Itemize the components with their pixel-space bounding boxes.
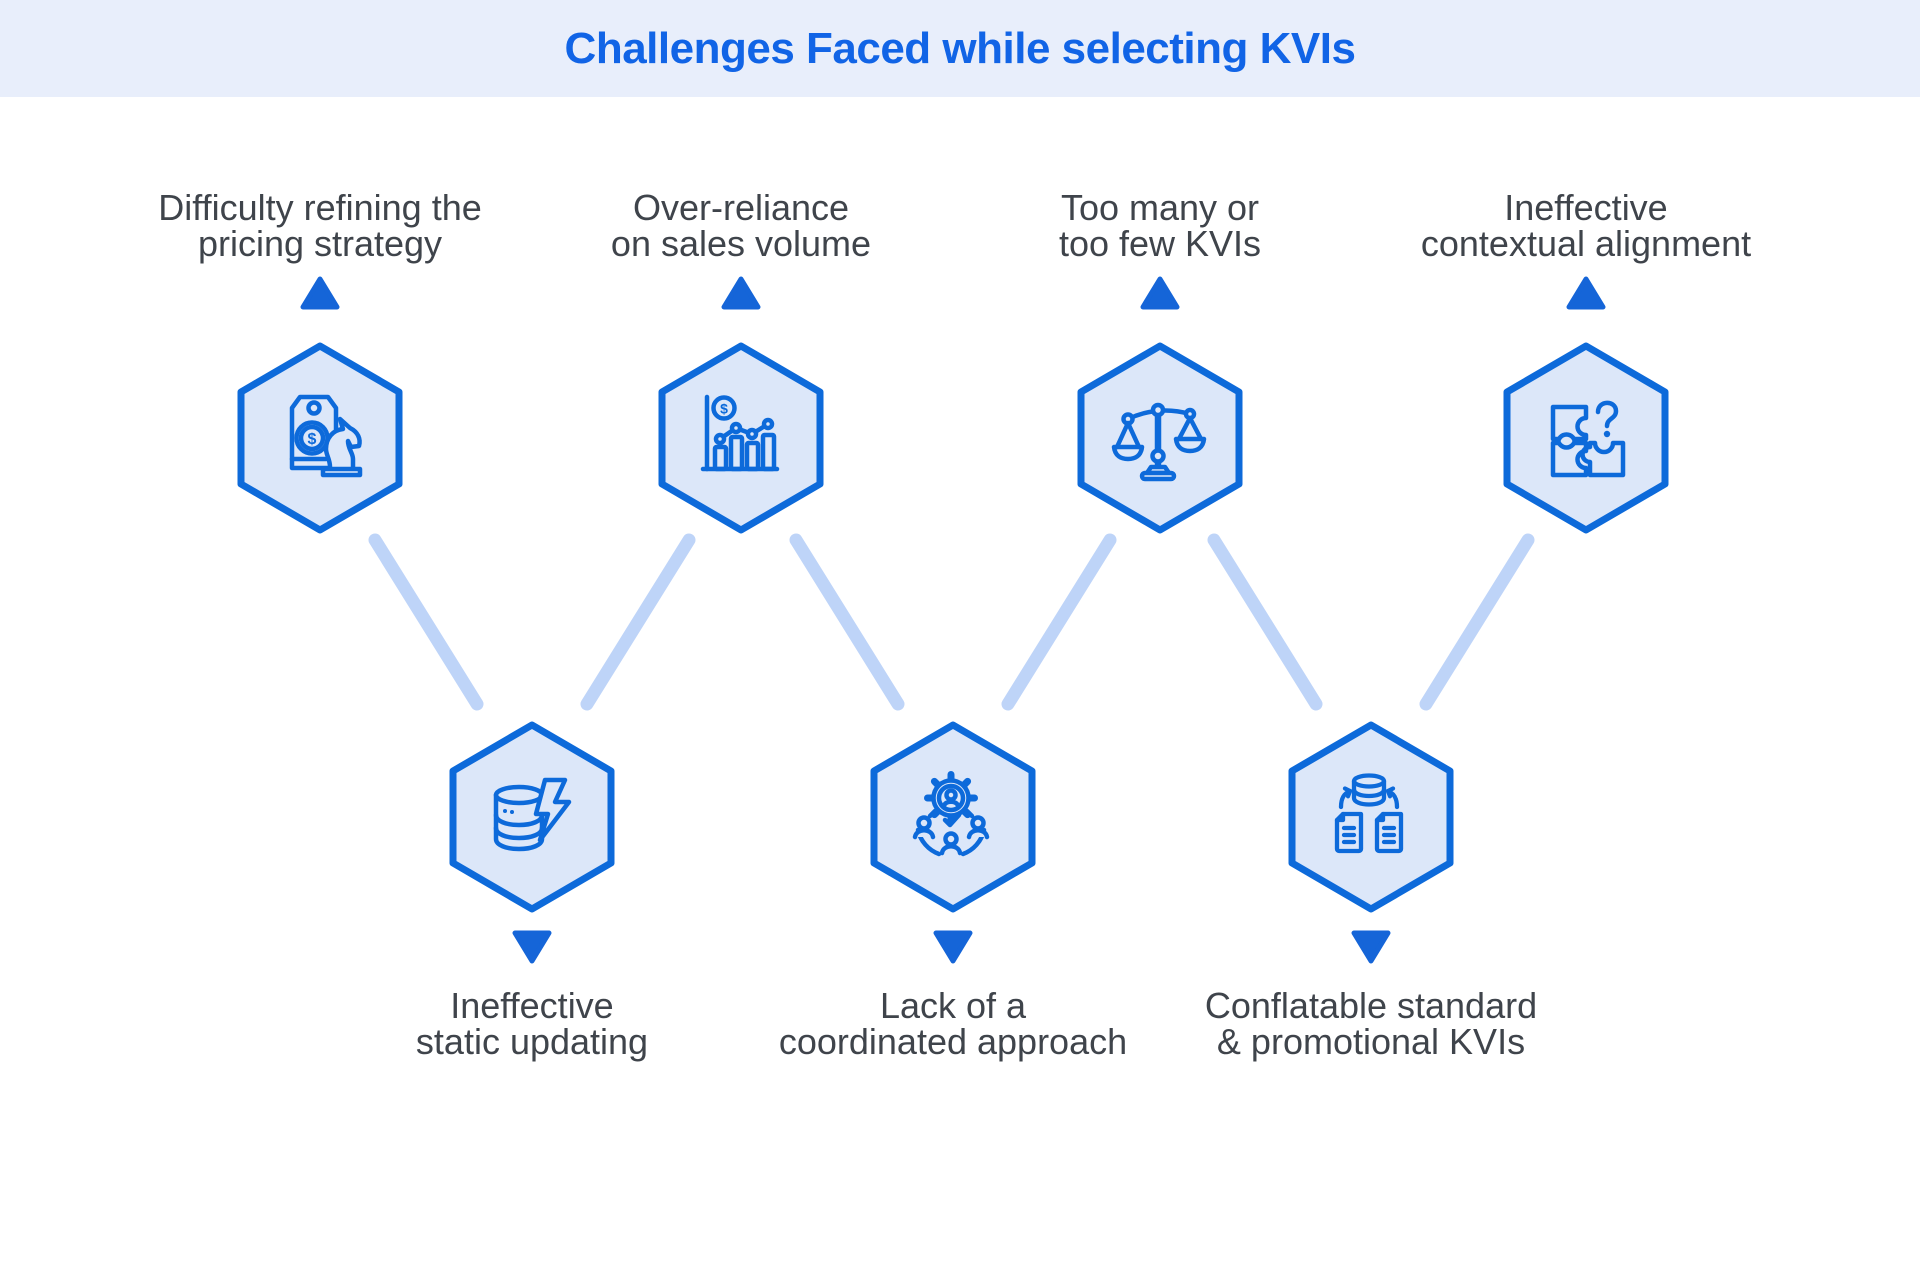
challenge-node-coordinated-approach: Lack of a coordinated approach [723,720,1183,1280]
label-line-1: Over-reliance [632,187,850,228]
arrow-down-icon [512,930,552,964]
connector-lines [368,533,1535,711]
challenge-label: Conflatable standard & promotional KVIs [1141,988,1601,1060]
arrow-up-icon [300,276,340,310]
challenge-label: Ineffective contextual alignment [1356,190,1816,262]
challenge-label: Lack of a coordinated approach [723,988,1183,1060]
challenge-node-pricing-strategy: Difficulty refining the pricing strategy… [90,185,550,745]
challenge-label: Over-reliance on sales volume [511,190,971,262]
arrow-down-icon [933,930,973,964]
header-band: Challenges Faced while selecting KVIs [0,0,1920,97]
challenge-node-too-many-too-few: Too many or too few KVIs [930,185,1390,745]
challenge-label: Too many or too few KVIs [930,190,1390,262]
page-title: Challenges Faced while selecting KVIs [564,23,1356,73]
price-tag-chess-knight-icon: $ [289,394,363,478]
label-line-2: static updating [415,1021,649,1062]
challenge-label: Difficulty refining the pricing strategy [90,190,550,262]
data-sync-documents-icon [1334,773,1404,854]
label-line-2: too few KVIs [1058,223,1262,264]
challenge-node-contextual-alignment: Ineffective contextual alignment [1356,185,1816,745]
arrow-up-icon [721,276,761,310]
arrow-up-icon [1140,276,1180,310]
label-line-1: Difficulty refining the [158,187,482,228]
arrow-up-icon [1566,276,1606,310]
label-line-1: Too many or [1060,187,1260,228]
dollar-glyph: $ [720,401,728,417]
label-line-1: Ineffective [1504,187,1668,228]
puzzle-question-mark-icon [1550,400,1626,478]
label-line-1: Ineffective [450,985,614,1026]
label-line-2: coordinated approach [778,1021,1128,1062]
sales-bar-chart-dollar-icon: $ [700,394,780,472]
challenge-node-sales-volume: Over-reliance on sales volume [511,185,971,745]
label-line-2: contextual alignment [1420,223,1752,264]
arrow-down-icon [1351,930,1391,964]
challenge-node-standard-promotional: Conflatable standard & promotional KVIs [1141,720,1601,1280]
team-coordination-gear-icon [912,771,990,857]
challenge-label: Ineffective static updating [302,988,762,1060]
label-line-2: pricing strategy [197,223,443,264]
label-line-2: & promotional KVIs [1216,1021,1526,1062]
label-line-1: Conflatable standard [1204,985,1538,1026]
challenge-node-static-updating: Ineffective static updating [302,720,762,1280]
label-line-2: on sales volume [610,223,872,264]
label-line-1: Lack of a [879,985,1027,1026]
database-lightning-icon [493,777,572,852]
hexagon-shape [449,721,615,913]
infographic-canvas: Challenges Faced while selecting KVIs Di… [0,0,1920,1060]
hexagon-shape [1288,721,1454,913]
dollar-glyph: $ [308,431,317,448]
balance-scale-icon [1111,402,1207,482]
